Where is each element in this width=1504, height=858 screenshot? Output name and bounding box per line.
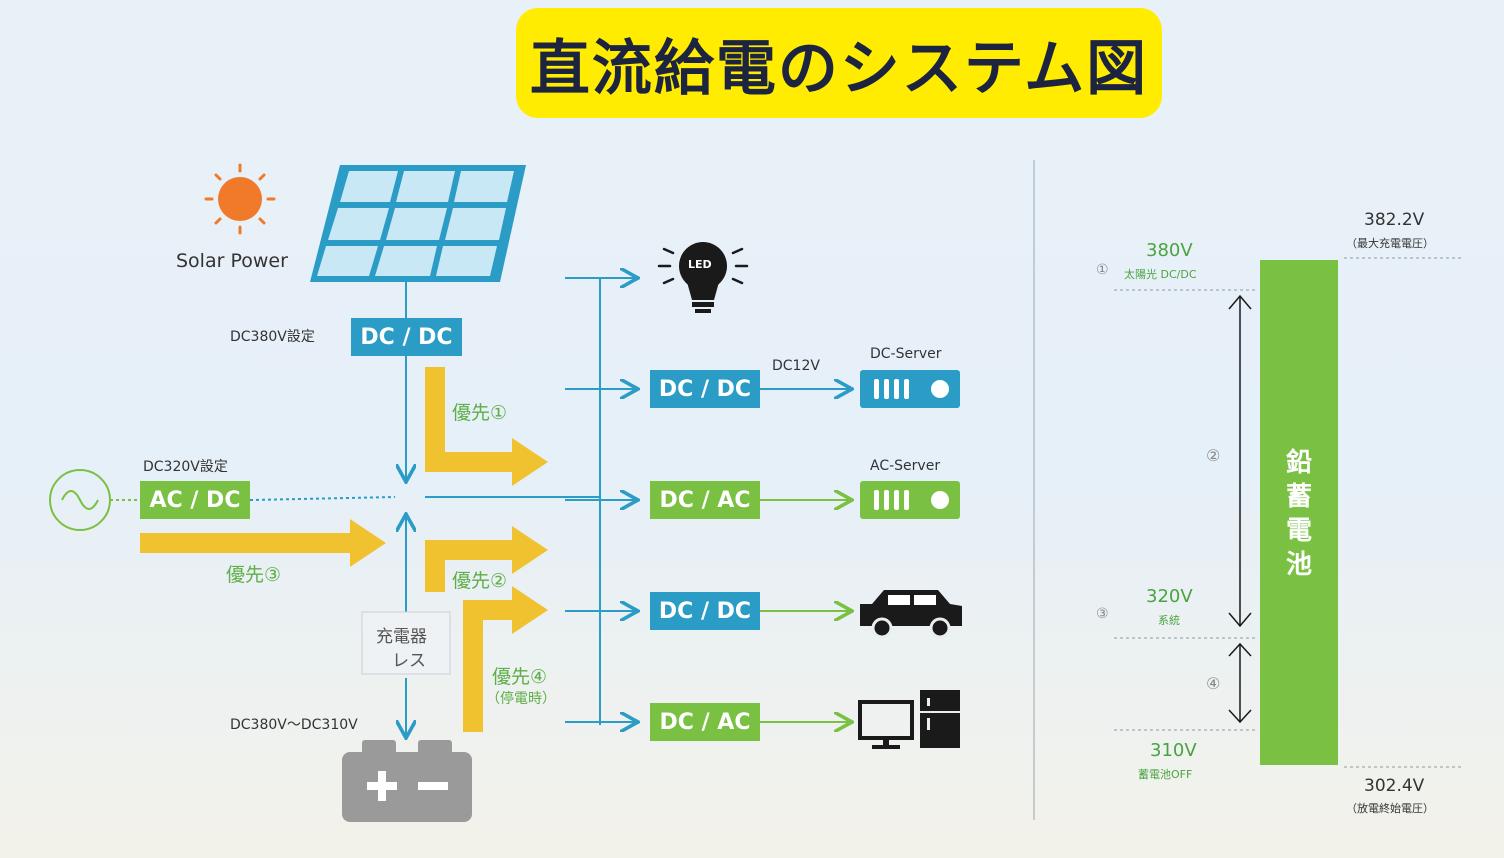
level-3-num: ③: [1096, 606, 1109, 622]
charger-line-1: 充電器: [376, 627, 427, 647]
output-converter-3: DC / DC: [650, 592, 760, 630]
level-3-note: 系統: [1158, 614, 1180, 627]
ev-car-icon: [860, 590, 962, 639]
output-converter-2: DC / AC: [650, 481, 760, 519]
dc12v-label: DC12V: [772, 358, 820, 374]
level-1-voltage: 380V: [1146, 240, 1193, 261]
ac-server-icon: [860, 481, 960, 519]
dcdc-setting-label: DC380V設定: [230, 329, 315, 345]
battery-voltage-chart: [1114, 257, 1464, 768]
acdc-setting-label: DC320V設定: [143, 459, 228, 475]
level-1-num: ①: [1096, 262, 1109, 278]
solar-label: Solar Power: [176, 250, 288, 272]
charger-box: [361, 611, 451, 675]
top-voltage: 382.2V: [1364, 210, 1425, 230]
range-2-num: ②: [1206, 446, 1221, 465]
output-converter-4: DC / AC: [650, 703, 760, 741]
green-lines: [110, 497, 850, 722]
charger-line-2: レス: [392, 651, 426, 671]
led-bulb-icon: [657, 242, 749, 313]
output-converter-1: DC / DC: [650, 370, 760, 408]
priority-3-label: 優先③: [226, 564, 282, 586]
ac-server-label: AC-Server: [870, 458, 941, 474]
battery-range-label: DC380V～DC310V: [230, 717, 358, 733]
dc-server-icon: [860, 370, 960, 408]
level-off-note: 蓄電池OFF: [1138, 768, 1193, 781]
acdc-converter: AC / DC: [140, 481, 250, 519]
solar-panel-icon: [310, 165, 526, 282]
range-4-num: ④: [1206, 674, 1221, 693]
battery-label: 鉛蓄電池: [1285, 448, 1312, 580]
blue-lines: [406, 278, 850, 736]
page-title: 直流給電のシステム図: [516, 8, 1162, 118]
level-1-note: 太陽光 DC/DC: [1124, 268, 1197, 281]
bottom-voltage-note: （放電終始電圧）: [1346, 802, 1434, 815]
ev-text: EV: [896, 606, 914, 620]
bottom-voltage: 302.4V: [1364, 776, 1425, 796]
priority-2-label: 優先②: [452, 570, 508, 592]
battery-icon: [342, 740, 472, 822]
dc-server-label: DC-Server: [870, 346, 942, 362]
sun-icon: [204, 163, 276, 235]
main-dcdc-converter: DC / DC: [351, 318, 462, 356]
top-voltage-note: （最大充電電圧）: [1346, 237, 1434, 250]
priority-1-label: 優先①: [452, 402, 508, 424]
ac-source-icon: [49, 469, 111, 531]
level-3-voltage: 320V: [1146, 586, 1193, 607]
priority-4-note: （停電時）: [486, 691, 556, 707]
level-off-voltage: 310V: [1150, 740, 1197, 761]
priority-4-label: 優先④: [492, 666, 548, 688]
led-text: LED: [688, 258, 712, 271]
priority-arrows: [140, 367, 548, 732]
appliance-icon: [858, 690, 960, 749]
